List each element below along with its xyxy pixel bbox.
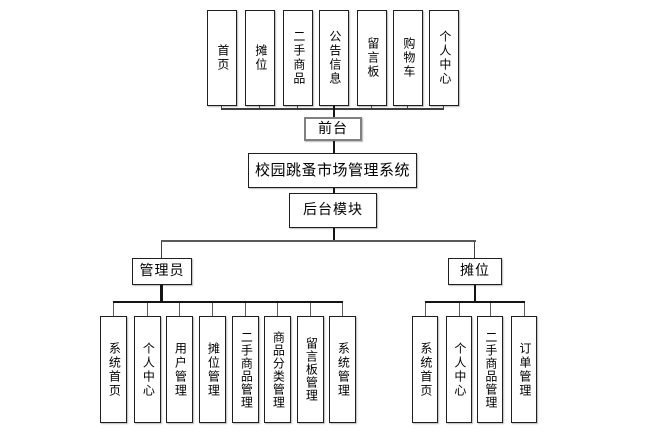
node-admin-child-personal-center: 个人中心	[134, 316, 161, 423]
node-front-item-cart: 购物车	[393, 10, 423, 106]
node-admin-child-secondhand-goods-mgmt: 二手商品管理	[232, 316, 259, 423]
connector-drop-stall	[474, 242, 475, 258]
connector-front-stub-5	[371, 106, 372, 109]
connector-front-stub-7	[443, 106, 444, 109]
connector-front-to-root	[333, 141, 335, 153]
node-front-item-personal-center: 个人中心	[429, 10, 459, 106]
connector-admin-stub-5	[245, 303, 246, 316]
connector-admin-drop	[160, 285, 163, 302]
connector-admin-stub-3	[179, 303, 180, 316]
node-stall-child-system-home: 系统首页	[412, 316, 438, 423]
connector-stall-stub-2	[459, 303, 460, 316]
connector-front-bus	[221, 108, 444, 110]
node-role-admin: 管理员	[132, 258, 192, 285]
connector-admin-stub-1	[113, 303, 114, 316]
connector-bus-to-front	[333, 106, 335, 118]
connector-admin-stub-4	[212, 303, 213, 316]
node-stall-child-secondhand-goods-mgmt: 二手商品管理	[477, 316, 503, 423]
connector-admin-stub-7	[310, 303, 311, 316]
connector-stall-stub-1	[425, 303, 426, 316]
connector-front-stub-6	[407, 106, 408, 109]
node-front-item-home: 首页	[207, 10, 237, 106]
node-front-item-secondhand-goods: 二手商品	[283, 10, 313, 106]
connector-root-to-backend	[333, 188, 335, 193]
connector-stall-bus	[425, 301, 525, 303]
node-front-item-stall: 摊位	[245, 10, 275, 106]
connector-stall-stub-3	[490, 303, 491, 316]
connector-backend-bus	[161, 240, 476, 242]
connector-admin-stub-6	[277, 303, 278, 316]
connector-front-stub-1	[221, 106, 222, 109]
connector-admin-stub-2	[147, 303, 148, 316]
node-admin-child-system-home: 系统首页	[100, 316, 127, 423]
connector-stall-stub-4	[524, 303, 525, 316]
connector-front-stub-2	[259, 106, 260, 109]
connector-admin-stub-8	[342, 303, 343, 316]
node-front-item-message-board: 留言板	[357, 10, 387, 106]
node-role-stall: 摊位	[448, 258, 502, 285]
node-admin-child-stall-mgmt: 摊位管理	[199, 316, 226, 423]
node-admin-child-user-mgmt: 用户管理	[166, 316, 193, 423]
node-stall-child-personal-center: 个人中心	[446, 316, 472, 423]
connector-admin-bus	[113, 301, 343, 303]
node-admin-child-message-board-mgmt: 留言板管理	[297, 316, 324, 423]
node-system-root: 校园跳蚤市场管理系统	[248, 153, 417, 188]
connector-stall-drop	[474, 285, 476, 302]
node-admin-child-goods-category-mgmt: 商品分类管理	[264, 316, 291, 423]
node-stall-child-order-mgmt: 订单管理	[511, 316, 537, 423]
connector-drop-admin	[161, 242, 162, 258]
node-front-item-announcements: 公告信息	[319, 10, 349, 106]
node-admin-child-system-mgmt: 系统管理	[329, 316, 356, 423]
node-front: 前台	[304, 117, 362, 141]
node-backend-module: 后台模块	[289, 193, 377, 228]
connector-front-stub-3	[297, 106, 298, 109]
connector-backend-drop	[333, 228, 335, 241]
